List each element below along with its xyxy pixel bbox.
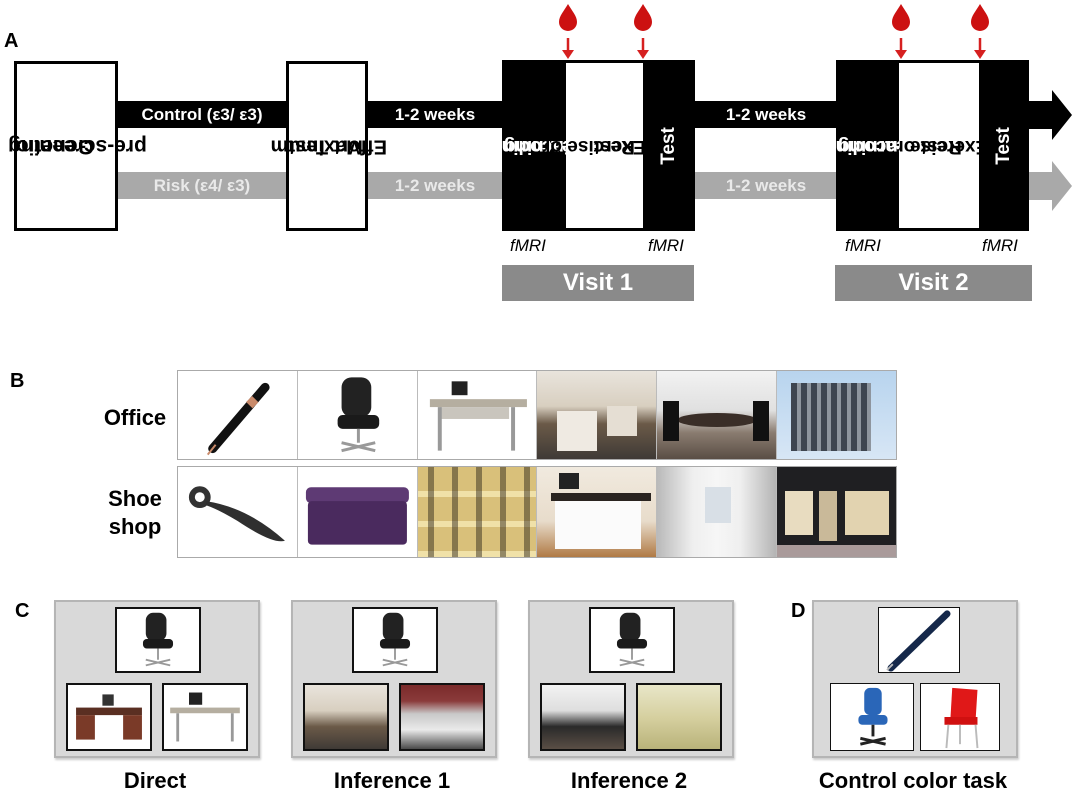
max-effort-test-box: [286, 61, 368, 231]
office-pen-image: [178, 371, 298, 459]
purple-ottoman-image: [298, 467, 418, 557]
caption-direct: Direct: [123, 768, 187, 793]
visit1-label: Visit 1: [502, 265, 694, 301]
interval-risk-1: 1-2 weeks: [366, 172, 504, 199]
caption-inference-1: Inference 1: [333, 768, 451, 793]
control-group-label: Control (ε3/ ε3): [141, 104, 263, 124]
office-desk-image: [418, 371, 538, 459]
shoe-shop-image-strip: [177, 466, 897, 558]
office-conference-image: [657, 371, 778, 459]
interval-control-1: 1-2 weeks: [366, 101, 504, 128]
choice-blue-chair-image: [830, 683, 914, 751]
visit2-fmri-left: fMRI: [845, 236, 881, 255]
panel-label-a: A: [4, 30, 19, 52]
middle-line2: Exercise: [909, 135, 989, 157]
office-building-image: [777, 371, 896, 459]
interval-control-2: 1-2 weeks: [694, 101, 838, 128]
choice-office-cubicles-image: [399, 683, 485, 751]
test-label: Test: [658, 126, 680, 165]
control-arrow-icon: [1028, 90, 1072, 140]
visit2-fmri-right: fMRI: [982, 236, 1018, 255]
cue-chair-image: [352, 607, 438, 673]
choice-red-chair-image: [920, 683, 1000, 751]
panel-label-d: D: [791, 600, 806, 622]
caption-inference-2: Inference 2: [570, 768, 688, 793]
choice-computer-desk-image: [162, 683, 248, 751]
office-chair-image: [298, 371, 418, 459]
genetic-prescreening-box: [14, 61, 118, 231]
caption-control-color-task: Control color task: [818, 768, 1008, 793]
timeline-arrows: [1028, 90, 1072, 211]
shoe-shelves-image: [417, 467, 538, 557]
visit2-test: Test: [979, 60, 1029, 231]
test-label: Test: [993, 126, 1015, 165]
shoe-shop-front-image: [777, 467, 896, 557]
choice-open-plan-office-image: [303, 683, 389, 751]
interval-label: 1-2 weeks: [394, 175, 476, 195]
row-label-text: Shoe: [108, 486, 162, 511]
shoe-shop-interior-image: [657, 467, 778, 557]
blood-drop-icon: [634, 4, 652, 59]
panel-label-c: C: [15, 600, 30, 622]
choice-conference-room-image: [540, 683, 626, 751]
shoe-shop-counter-image: [537, 467, 658, 557]
cue-blue-pen-image: [878, 607, 960, 673]
cue-chair-image: [115, 607, 201, 673]
blood-drop-icon: [559, 4, 577, 59]
panel-label-b: B: [10, 370, 25, 392]
task-panel-control-color: [812, 600, 1018, 758]
interval-risk-2: 1-2 weeks: [694, 172, 838, 199]
interval-label: 1-2 weeks: [725, 175, 807, 195]
shoe-horn-image: [178, 467, 298, 557]
row-label-text: shop: [108, 513, 162, 539]
visit2-middle-box: [899, 63, 979, 228]
row-label-office: Office: [90, 404, 180, 432]
office-open-plan-image: [537, 371, 658, 459]
task-panel-inference-2: [528, 600, 734, 758]
control-group-bar: Control (ε3/ ε3): [116, 101, 288, 128]
choice-wooden-desk-image: [66, 683, 152, 751]
interval-label: 1-2 weeks: [725, 104, 807, 124]
visit2-label: Visit 2: [835, 265, 1032, 301]
interval-label: 1-2 weeks: [394, 104, 476, 124]
visit1-test: Test: [643, 60, 695, 231]
blood-drop-icon: [892, 4, 910, 59]
office-image-strip: [177, 370, 897, 460]
genetic-line2: pre-screening: [7, 135, 147, 159]
row-label-text: Office: [103, 405, 167, 430]
risk-group-label: Risk (ε4/ ε3): [153, 175, 251, 195]
visit1-middle-box: [566, 63, 643, 228]
risk-arrow-icon: [1028, 161, 1072, 211]
choice-meeting-room-image: [636, 683, 722, 751]
effort-line2: Effort Test: [288, 135, 387, 158]
visit1-fmri-left: fMRI: [510, 236, 546, 255]
risk-group-bar: Risk (ε4/ ε3): [116, 172, 288, 199]
visit1-fmri-right: fMRI: [648, 236, 684, 255]
task-panel-inference-1: [291, 600, 497, 758]
blood-drop-icon: [971, 4, 989, 59]
cue-chair-image: [589, 607, 675, 673]
task-panel-direct: [54, 600, 260, 758]
